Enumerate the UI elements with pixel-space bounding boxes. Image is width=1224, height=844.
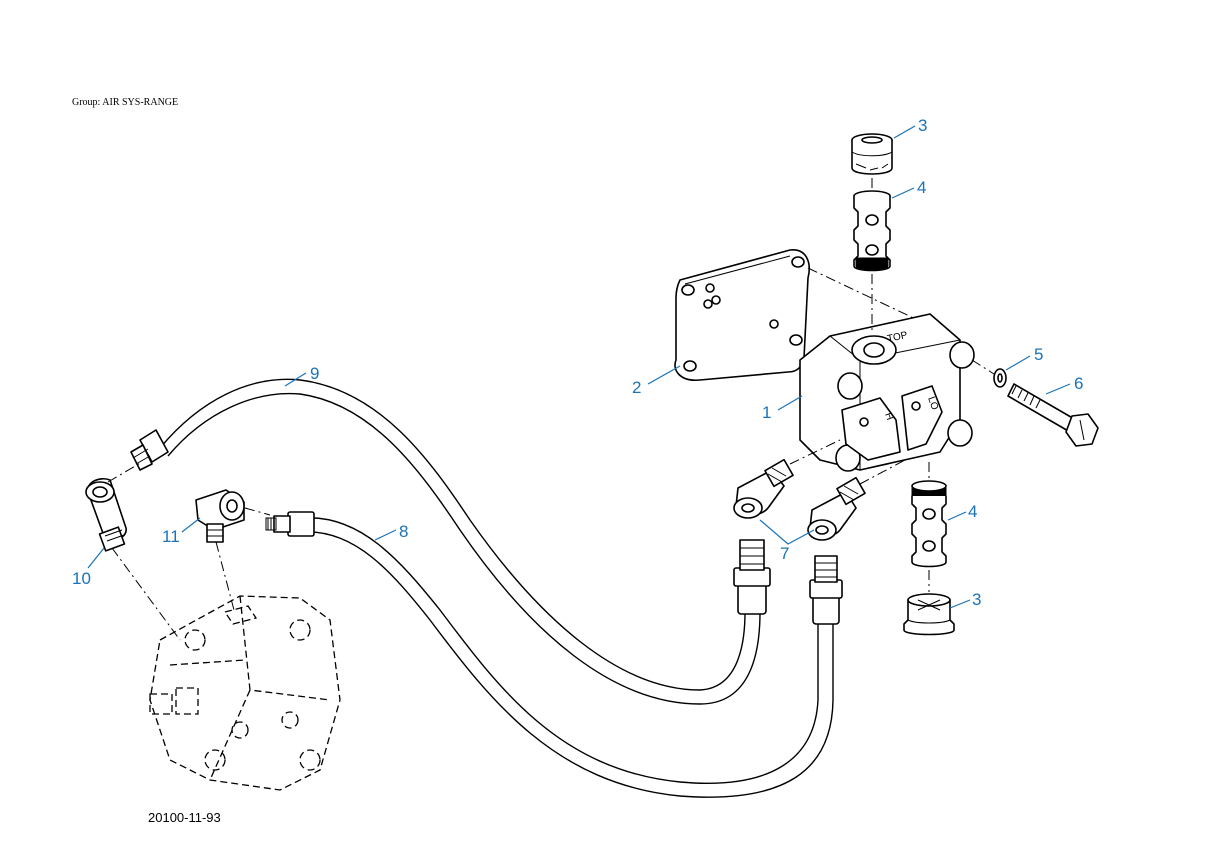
elbow-fitting-10 [85, 477, 127, 552]
svg-text:3: 3 [972, 590, 981, 609]
hose-9 [130, 378, 771, 705]
callout-4-top: 4 [891, 178, 926, 199]
plug-3-bottom [903, 593, 955, 636]
callout-8: 8 [374, 522, 408, 541]
svg-text:6: 6 [1074, 374, 1083, 393]
callout-3-bottom: 3 [949, 590, 981, 609]
callout-7: 7 [759, 519, 815, 563]
bolt-6 [1007, 383, 1099, 447]
callout-4-bottom: 4 [947, 502, 977, 521]
elbow-fitting-7-right [807, 476, 866, 541]
svg-text:5: 5 [1034, 345, 1043, 364]
spool-4-top [853, 190, 891, 272]
svg-text:2: 2 [632, 378, 641, 397]
elbow-fitting-11 [195, 489, 245, 543]
stamp-hi: H [882, 411, 895, 422]
callout-5: 5 [1005, 345, 1043, 371]
svg-text:4: 4 [968, 502, 977, 521]
callout-10: 10 [72, 547, 105, 588]
plug-3-top [851, 133, 893, 175]
callout-2: 2 [632, 365, 681, 397]
svg-text:7: 7 [780, 544, 789, 563]
elbow-fitting-7-left [733, 458, 794, 519]
mounting-plate-2 [674, 249, 810, 381]
svg-text:11: 11 [162, 527, 180, 546]
lock-washer-5 [993, 368, 1007, 388]
hose-8 [265, 511, 843, 798]
svg-text:4: 4 [917, 178, 926, 197]
callout-1: 1 [762, 395, 803, 422]
spool-4-bottom [911, 480, 947, 568]
callout-3-top: 3 [893, 116, 927, 139]
callout-11: 11 [162, 517, 201, 546]
svg-text:9: 9 [310, 364, 319, 383]
figure-id: 20100-11-93 [148, 810, 221, 825]
svg-text:8: 8 [399, 522, 408, 541]
svg-text:1: 1 [762, 403, 771, 422]
callout-9: 9 [284, 364, 319, 387]
callout-6: 6 [1045, 374, 1083, 395]
stamp-lo: LO [925, 395, 940, 412]
svg-text:3: 3 [918, 116, 927, 135]
svg-text:10: 10 [72, 569, 91, 588]
stamp-top: TOP [886, 330, 909, 345]
air-motor-phantom [149, 595, 341, 791]
group-label: Group: AIR SYS-RANGE [72, 97, 179, 108]
valve-body-1: TOP H LO [799, 313, 975, 472]
